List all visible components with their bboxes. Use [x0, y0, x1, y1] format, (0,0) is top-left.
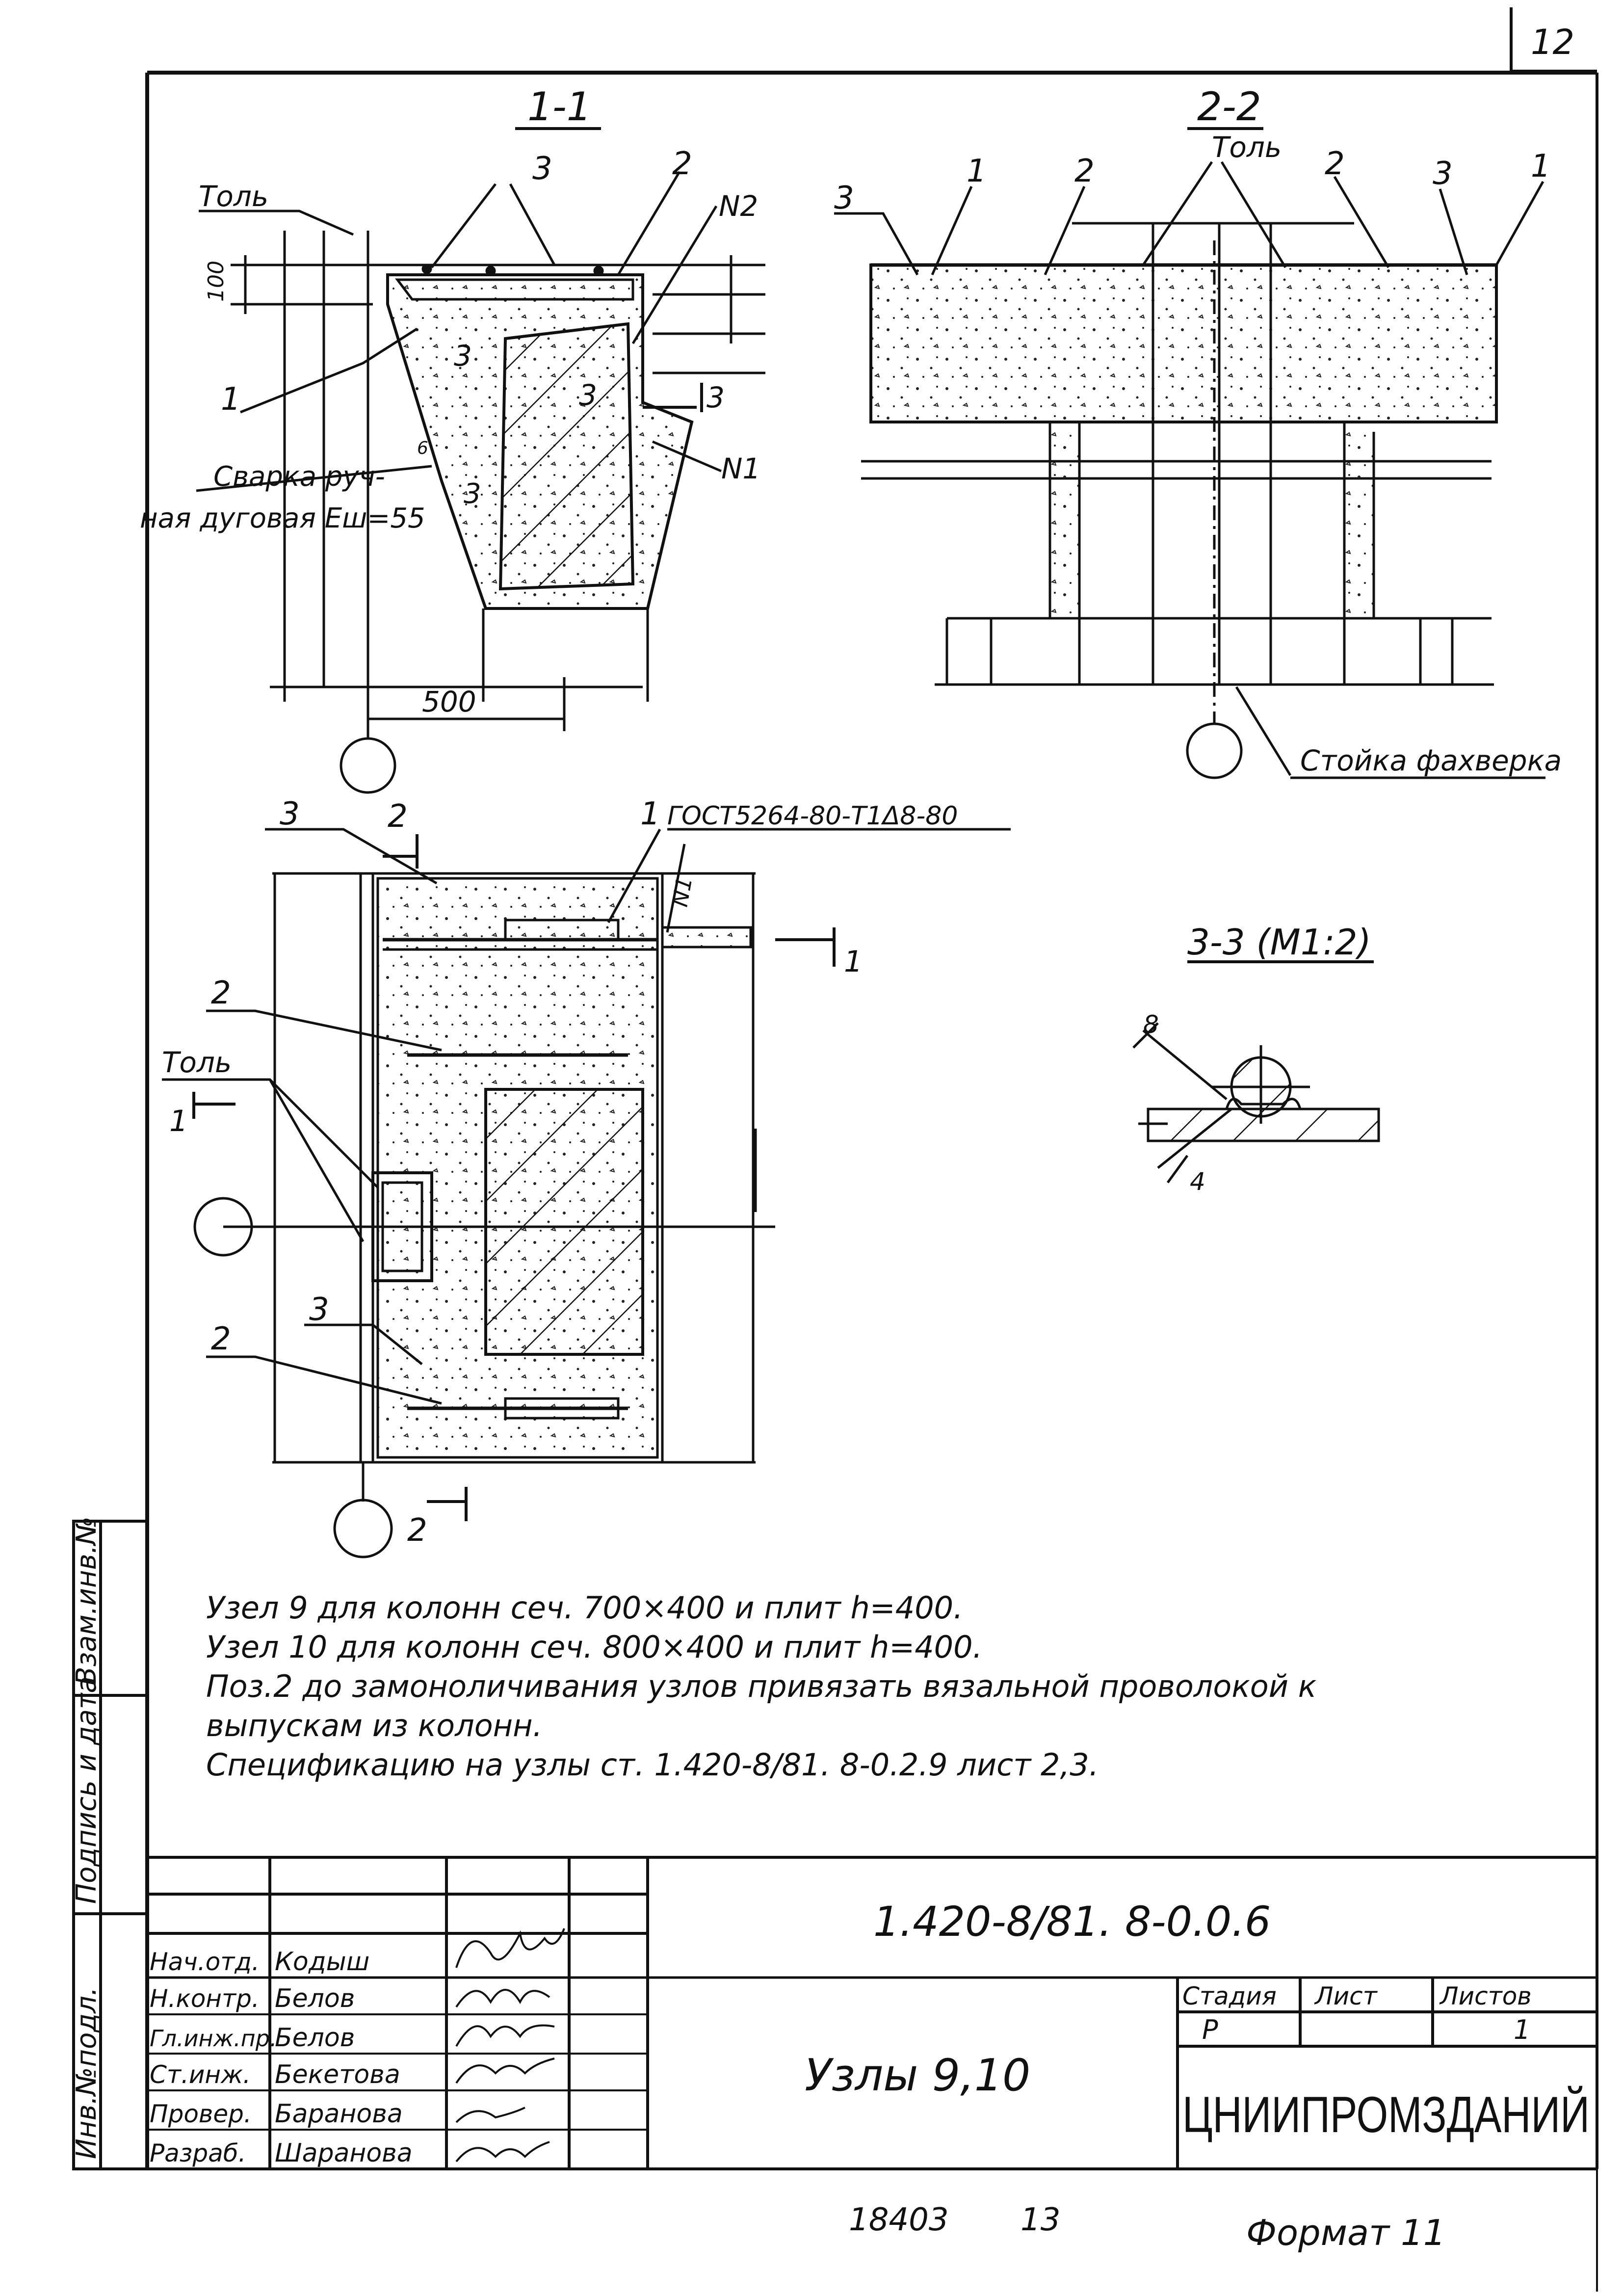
section-1-1: 1-1: [196, 84, 765, 794]
plan-tol-label: Толь: [162, 1046, 232, 1079]
plan-gost-label: ГОСТ5264-80-Т1Δ8-80: [667, 801, 958, 831]
s11-weld-line1: Сварка руч-: [213, 461, 385, 493]
s11-sec3-left: 3: [454, 339, 472, 372]
s22-pos1-right: 1: [1531, 148, 1551, 185]
tb-sheet-header: Лист: [1314, 1982, 1378, 2010]
s22-pos3-right: 3: [1433, 156, 1453, 192]
s11-sec3-right: 3: [707, 381, 725, 414]
footer-number-right: 13: [1021, 2202, 1060, 2238]
s11-dim500-label: 500: [422, 685, 476, 718]
s33-dim8: 8: [1143, 1010, 1159, 1039]
margin-podpis: Подпись и дата: [71, 1676, 103, 1904]
s11-n1-label: N1: [721, 452, 760, 485]
note-line-0: Узел 9 для колонн сеч. 700×400 и плит h=…: [206, 1590, 963, 1626]
s22-callout: Стойка фахверка: [1300, 744, 1562, 777]
tb-designation: 1.420-8/81. 8-0.0.6: [873, 1898, 1271, 1946]
tb-name-1: Белов: [275, 1984, 355, 2013]
tb-role-0: Нач.отд.: [150, 1948, 260, 1976]
s22-pos1-left: 1: [967, 153, 987, 189]
section-3-3-title: 3-3 (М1:2): [1187, 922, 1371, 963]
s11-tol-label: Толь: [199, 180, 268, 213]
s11-n2-label: N2: [719, 189, 758, 223]
tb-name-5: Шаранова: [275, 2138, 413, 2168]
s11-weld-leg: 3: [464, 478, 481, 510]
note-line-4: Спецификацию на узлы ст. 1.420-8/81. 8-0…: [206, 1747, 1099, 1783]
tb-drawing-title: Узлы 9,10: [805, 2050, 1030, 2101]
tb-name-3: Бекетова: [275, 2060, 400, 2089]
plan-pos2-top: 2: [211, 975, 231, 1011]
signatures: [455, 1928, 565, 2163]
plan-sec2-bottom: 2: [407, 1512, 427, 1549]
s33-dim4: 4: [1190, 1167, 1205, 1196]
plan-view: [162, 828, 1011, 1558]
footer-format: Формат 11: [1246, 2212, 1446, 2253]
section-2-2: 2-2: [834, 84, 1545, 779]
plan-pos3-top: 3: [280, 796, 300, 832]
s22-tol-label: Толь: [1212, 131, 1282, 164]
margin-vzam: Взам.инв.№: [71, 1516, 103, 1686]
s11-weld-small: 6: [417, 438, 428, 458]
tb-role-5: Разраб.: [150, 2139, 246, 2167]
note-line-3: выпускам из колонн.: [206, 1708, 543, 1743]
s11-pos3-label: 3: [532, 151, 552, 187]
plan-pos3-bottom: 3: [309, 1292, 329, 1328]
s22-pos2-left: 2: [1074, 153, 1095, 189]
tb-name-2: Белов: [275, 2023, 355, 2053]
plan-sec2-top: 2: [388, 798, 408, 835]
tb-role-3: Ст.инж.: [150, 2060, 251, 2089]
tb-sheets-header: Листов: [1439, 1982, 1532, 2010]
tb-organization: ЦНИИПРОМЗДАНИЙ: [1182, 2085, 1590, 2143]
s11-pos2-label: 2: [672, 146, 692, 182]
s11-sec3-mid: 3: [579, 378, 597, 412]
margin-inv: Инв.№подл.: [71, 1987, 103, 2159]
plan-pos2-bottom: 2: [211, 1321, 231, 1357]
tb-stage-header: Стадия: [1182, 1982, 1277, 2010]
section-1-1-title: 1-1: [527, 84, 592, 130]
footer-number-left: 18403: [849, 2202, 949, 2238]
s11-pos1-label: 1: [221, 381, 241, 418]
sheet-corner-number: 12: [1531, 22, 1574, 62]
note-line-1: Узел 10 для колонн сеч. 800×400 и плит h…: [206, 1629, 983, 1665]
s11-dim100-label: 100: [204, 261, 229, 302]
note-line-2: Поз.2 до замоноличивания узлов привязать…: [206, 1668, 1317, 1704]
s22-pos3-left: 3: [834, 180, 854, 216]
s22-pos2-right: 2: [1325, 146, 1345, 182]
tb-roles: Нач.отд. Кодыш Н.контр. Белов Гл.инж.пр.…: [150, 1947, 413, 2168]
tb-role-2: Гл.инж.пр.: [150, 2025, 277, 2052]
plan-pos1-label: 1: [640, 796, 660, 832]
title-block: [147, 1856, 1597, 2169]
tb-name-0: Кодыш: [275, 1947, 369, 1977]
plan-n1-label: N1: [668, 875, 698, 909]
left-margin-stamp: [72, 1520, 149, 2170]
section-3-3: [1132, 960, 1380, 1184]
tb-sheets-value: 1: [1514, 2014, 1530, 2045]
tb-role-4: Провер.: [150, 2100, 252, 2128]
section-2-2-title: 2-2: [1197, 84, 1261, 130]
s11-weld-line2: ная дуговая Еш=55: [140, 502, 425, 534]
tb-stage-value: Р: [1202, 2014, 1218, 2045]
plan-sec1-right: 1: [844, 945, 863, 979]
tb-role-1: Н.контр.: [150, 1984, 260, 2013]
tb-name-4: Баранова: [275, 2099, 403, 2129]
plan-sec1-left: 1: [169, 1104, 188, 1138]
